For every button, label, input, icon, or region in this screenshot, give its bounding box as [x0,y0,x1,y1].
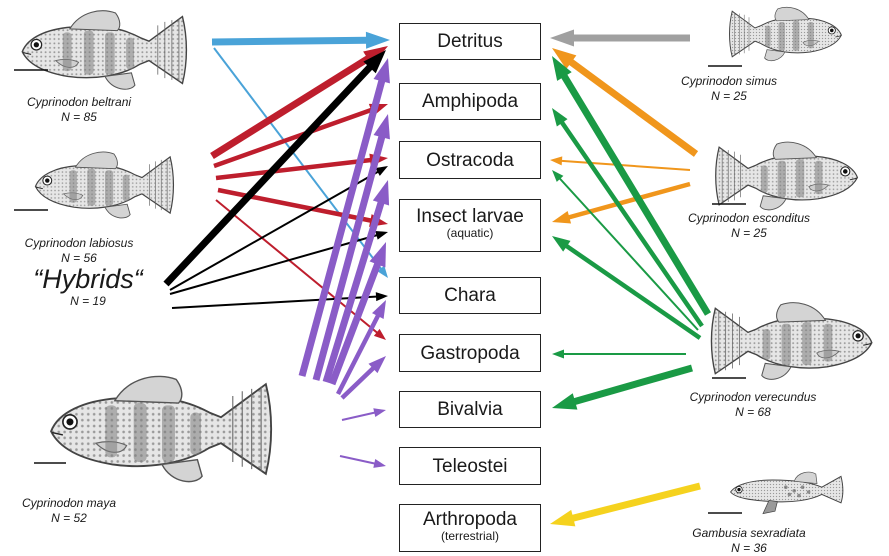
gambusia-sexradiata-illustration [731,472,843,513]
arrow-labiosus-to-detritus [212,58,369,156]
arrow-hybrids-to-detritus [166,66,371,284]
prey-box-insect-larvae: Insect larvae (aquatic) [399,199,541,252]
prey-label-detritus: Detritus [400,31,540,53]
prey-label-gastropoda: Gastropoda [400,343,540,365]
arrowhead-maya-to-ostracoda [373,180,389,205]
prey-box-teleostei: Teleostei [399,447,541,485]
arrowhead-maya-to-chara [372,300,386,319]
species-name: Cyprinodon maya [0,496,154,511]
prey-sublabel-terrestrial: (terrestrial) [400,530,540,543]
species-name: Cyprinodon labiosus [0,236,164,251]
arrowhead-esconditus-to-insect-larvae [552,211,571,224]
prey-box-chara: Chara [399,277,541,314]
species-name: Gambusia sexradiata [664,526,834,541]
arrowhead-hybrids-to-ostracoda [375,166,388,176]
prey-label-insect-larvae: Insect larvae [400,206,540,228]
cyprinodon-esconditus-illustration [716,142,858,210]
prey-box-ostracoda: Ostracoda [399,141,541,179]
prey-label-chara: Chara [400,285,540,307]
arrow-maya-to-teleostei [340,456,376,464]
arrow-maya-to-gastropoda [342,367,374,398]
label-cyprinodon-simus: Cyprinodon simus N = 25 [644,74,814,104]
sample-size: N = 85 [0,110,164,125]
prey-label-teleostei: Teleostei [400,456,540,478]
label-cyprinodon-beltrani: Cyprinodon beltrani N = 85 [0,95,164,125]
arrowhead-beltrani-to-detritus [366,32,390,49]
species-name: Cyprinodon esconditus [664,211,834,226]
cyprinodon-beltrani-illustration [22,11,186,89]
arrowhead-verecundus-to-bivalvia [552,393,577,409]
sample-size: N = 25 [664,226,834,241]
arrow-maya-to-bivalvia [342,412,376,420]
arrow-beltrani-to-detritus [212,40,368,42]
prey-sublabel-aquatic: (aquatic) [400,227,540,240]
prey-box-detritus: Detritus [399,23,541,60]
arrowhead-gambusia-to-arthropoda [550,510,575,526]
cyprinodon-simus-illustration [730,7,842,60]
prey-label-amphipoda: Amphipoda [400,91,540,113]
arrowhead-verecundus-to-gastropoda [552,350,564,359]
species-name: Cyprinodon simus [644,74,814,89]
prey-label-bivalvia: Bivalvia [400,399,540,421]
label-cyprinodon-maya: Cyprinodon maya N = 52 [0,496,154,526]
cyprinodon-verecundus-illustration [711,303,871,380]
arrowhead-maya-to-insect-larvae [370,242,386,267]
label-cyprinodon-labiosus: Cyprinodon labiosus N = 56 [0,236,164,266]
cyprinodon-maya-illustration [51,376,271,481]
arrowhead-hybrids-to-insect-larvae [375,231,388,240]
arrowhead-maya-to-amphipoda [374,114,390,139]
label-gambusia-sexradiata: Gambusia sexradiata N = 36 [664,526,834,556]
arrowhead-hybrids-to-chara [376,292,388,301]
prey-box-gastropoda: Gastropoda [399,334,541,372]
arrow-gambusia-to-arthropoda [571,486,700,519]
species-name: Cyprinodon beltrani [0,95,164,110]
label-cyprinodon-verecundus: Cyprinodon verecundus N = 68 [668,390,838,420]
arrowhead-maya-to-teleostei [373,459,386,468]
arrowhead-simus-to-detritus [550,30,574,47]
prey-label-ostracoda: Ostracoda [400,150,540,172]
arrow-esconditus-to-ostracoda [560,161,690,170]
arrowhead-esconditus-to-ostracoda [550,156,562,165]
arrowhead-maya-to-bivalvia [373,408,386,417]
prey-label-arthropoda: Arthropoda [400,509,540,531]
sample-size: N = 68 [668,405,838,420]
prey-box-bivalvia: Bivalvia [399,391,541,428]
arrow-labiosus-to-gastropoda [216,200,378,334]
sample-size: N = 52 [0,511,154,526]
prey-box-arthropoda: Arthropoda (terrestrial) [399,504,541,552]
prey-box-amphipoda: Amphipoda [399,83,541,120]
species-name: Cyprinodon verecundus [668,390,838,405]
label-cyprinodon-esconditus: Cyprinodon esconditus N = 25 [664,211,834,241]
cyprinodon-labiosus-illustration [35,152,173,218]
label-hybrids: “Hybrids“ [28,264,148,294]
sample-size: N = 25 [644,89,814,104]
arrow-labiosus-to-ostracoda [216,160,372,178]
sample-size-hybrids: N = 19 [28,294,148,308]
